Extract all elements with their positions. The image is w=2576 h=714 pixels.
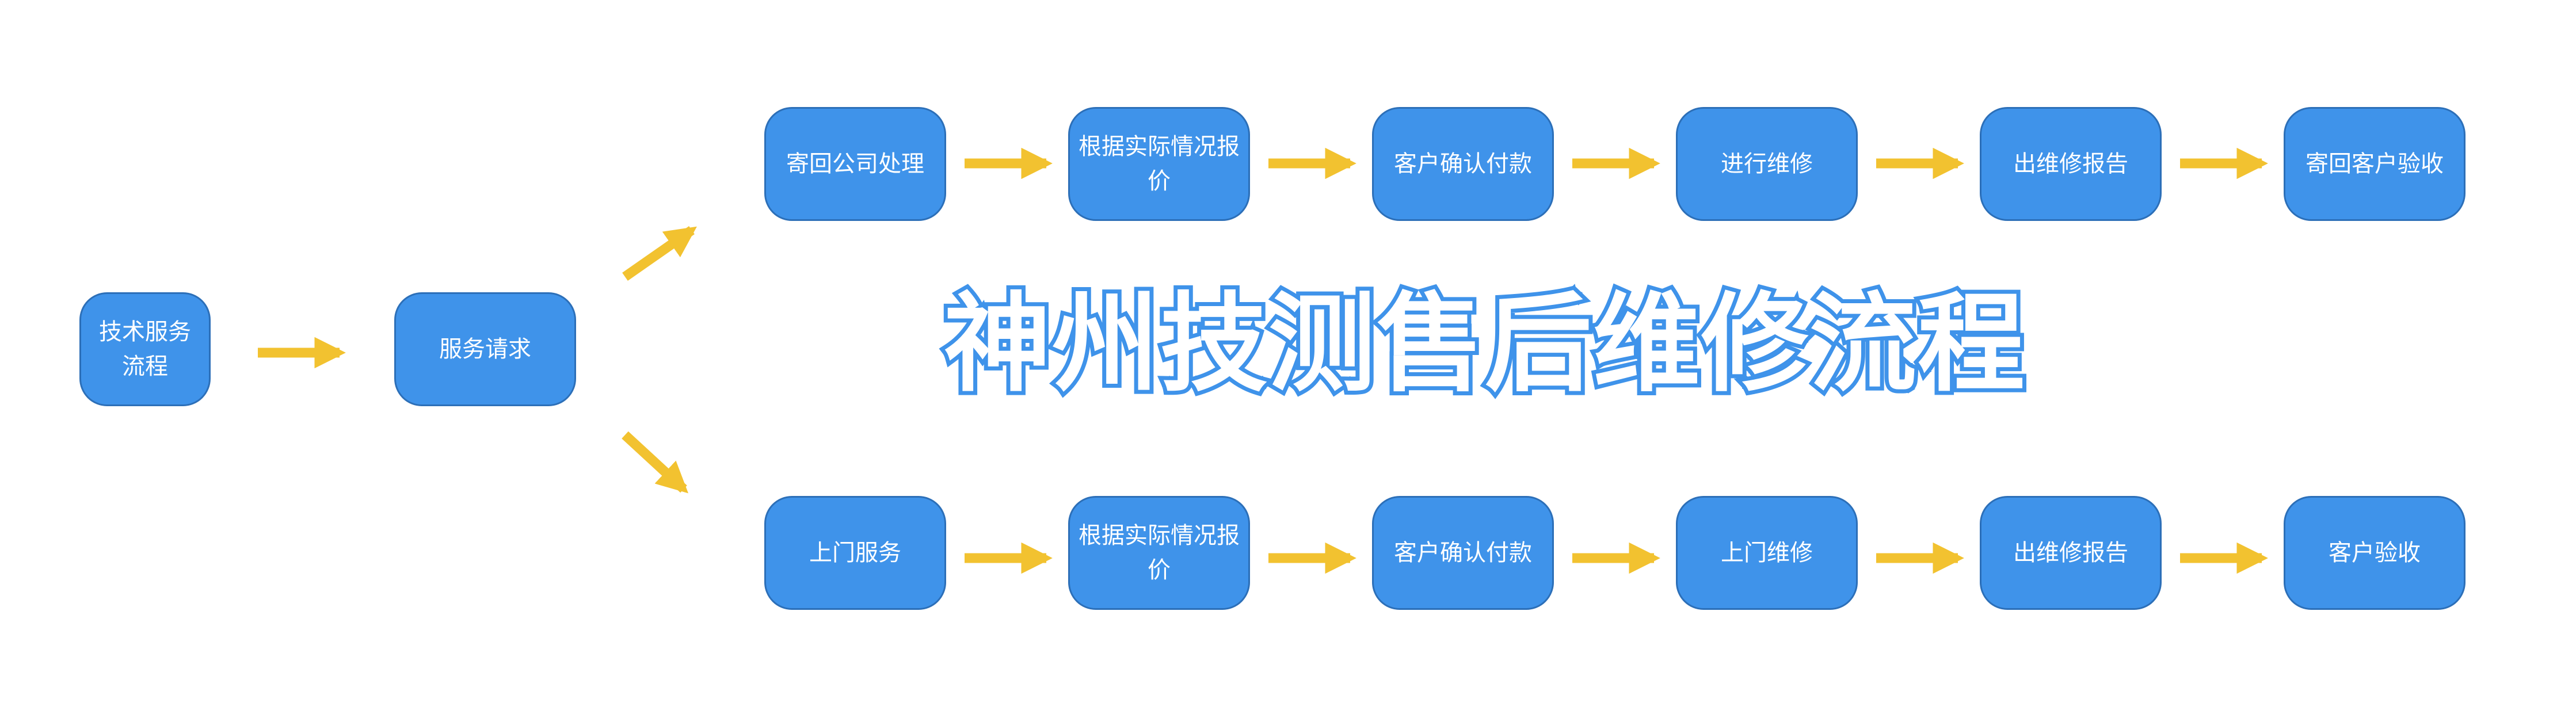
upper-node-3: 客户确认付款 xyxy=(1372,107,1554,221)
lower-node-5-label: 出维修报告 xyxy=(2013,540,2128,566)
node-start: 技术服务流程 xyxy=(79,292,211,406)
node-service-request-label: 服务请求 xyxy=(439,336,531,362)
lower-node-3: 客户确认付款 xyxy=(1372,496,1554,610)
node-service-request: 服务请求 xyxy=(394,292,576,406)
diagram-title: 神州技测售后维修流程 xyxy=(940,277,2029,410)
lower-node-5: 出维修报告 xyxy=(1980,496,2162,610)
upper-node-6-label: 寄回客户验收 xyxy=(2306,151,2444,177)
lower-node-2: 根据实际情况报价 xyxy=(1068,496,1250,610)
lower-node-6: 客户验收 xyxy=(2284,496,2466,610)
node-start-label: 技术服务流程 xyxy=(99,319,191,380)
upper-node-6: 寄回客户验收 xyxy=(2284,107,2466,221)
lower-node-2-label: 根据实际情况报价 xyxy=(1079,522,1240,583)
upper-node-1-label: 寄回公司处理 xyxy=(786,151,924,177)
lower-node-4-label: 上门维修 xyxy=(1721,540,1813,566)
upper-node-2-label: 根据实际情况报价 xyxy=(1079,133,1240,194)
lower-node-1: 上门服务 xyxy=(764,496,946,610)
upper-node-2: 根据实际情况报价 xyxy=(1068,107,1250,221)
arrow-request-to-lower-branch xyxy=(622,431,689,494)
arrow-request-to-upper-branch xyxy=(622,226,697,281)
lower-node-3-label: 客户确认付款 xyxy=(1394,540,1532,566)
upper-node-4-label: 进行维修 xyxy=(1721,151,1813,177)
upper-node-4: 进行维修 xyxy=(1676,107,1858,221)
upper-node-1: 寄回公司处理 xyxy=(764,107,946,221)
lower-node-6-label: 客户验收 xyxy=(2329,540,2421,566)
upper-node-3-label: 客户确认付款 xyxy=(1394,151,1532,177)
lower-node-1-label: 上门服务 xyxy=(809,540,901,566)
upper-node-5-label: 出维修报告 xyxy=(2013,151,2128,177)
upper-node-5: 出维修报告 xyxy=(1980,107,2162,221)
lower-node-4: 上门维修 xyxy=(1676,496,1858,610)
